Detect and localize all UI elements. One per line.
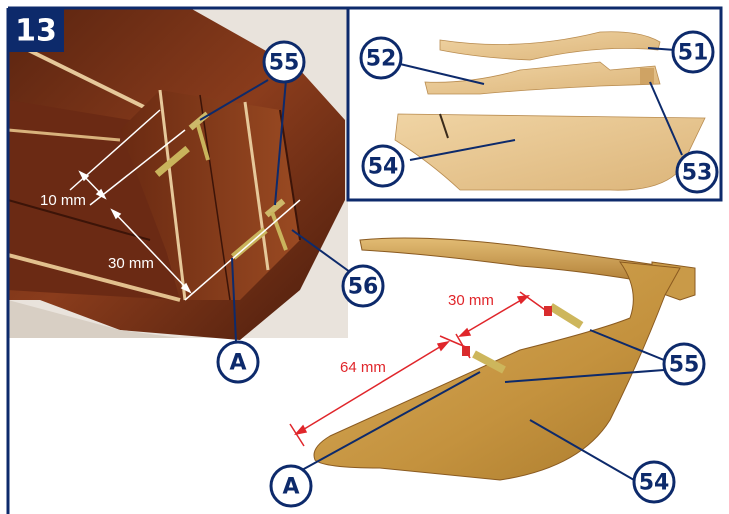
- callout-53: 53: [677, 152, 717, 192]
- dimension-64mm-label: 64 mm: [340, 359, 386, 376]
- callout-54-inset: 54: [363, 146, 403, 186]
- parts-inset: [348, 8, 721, 200]
- callout-54-right: 54: [634, 462, 674, 502]
- step-number: 13: [15, 14, 57, 49]
- callout-55-right: 55: [664, 344, 704, 384]
- svg-text:54: 54: [639, 471, 670, 496]
- callout-51: 51: [673, 32, 713, 72]
- step-badge: 13: [8, 8, 64, 52]
- svg-text:51: 51: [678, 41, 709, 66]
- dimension-30mm-right-label: 30 mm: [448, 292, 494, 309]
- callout-a-right: A: [271, 466, 311, 506]
- svg-text:53: 53: [682, 161, 713, 186]
- callout-56: 56: [343, 266, 383, 306]
- svg-text:A: A: [282, 475, 299, 500]
- callout-52: 52: [361, 38, 401, 78]
- dimension-10mm-label: 10 mm: [40, 192, 86, 209]
- callout-55-left: 55: [264, 42, 304, 82]
- svg-text:52: 52: [366, 47, 397, 72]
- svg-text:55: 55: [669, 353, 700, 378]
- svg-text:A: A: [229, 351, 246, 376]
- svg-text:54: 54: [368, 155, 399, 180]
- callout-a-left: A: [218, 342, 258, 382]
- dimension-30mm-left-label: 30 mm: [108, 255, 154, 272]
- svg-text:55: 55: [269, 51, 300, 76]
- svg-text:56: 56: [348, 275, 379, 300]
